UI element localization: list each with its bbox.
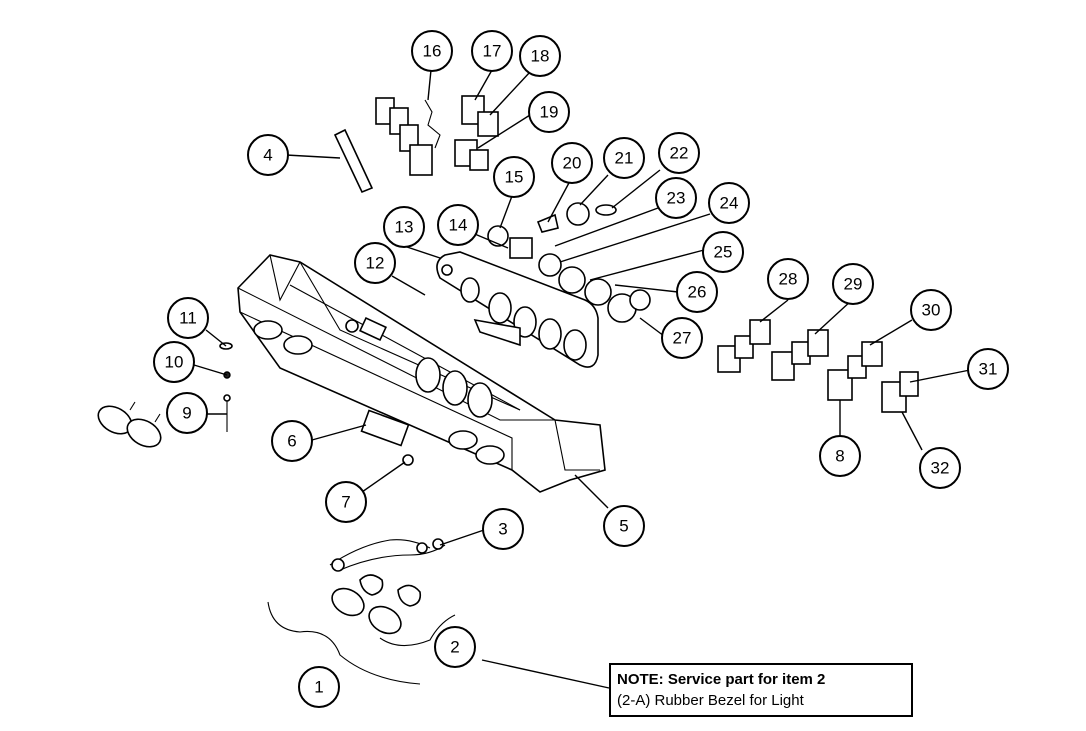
callout-5: 5 [603, 505, 645, 547]
svg-text:23: 23 [667, 189, 686, 208]
svg-text:26: 26 [688, 283, 707, 302]
callout-4: 4 [247, 134, 289, 176]
callout-18: 18 [519, 35, 561, 77]
callout-1: 1 [298, 666, 340, 708]
callout-7: 7 [325, 481, 367, 523]
callout-27: 27 [661, 317, 703, 359]
svg-text:19: 19 [540, 103, 559, 122]
svg-text:25: 25 [714, 243, 733, 262]
svg-text:5: 5 [619, 517, 628, 536]
svg-text:6: 6 [287, 432, 296, 451]
callout-12: 12 [354, 242, 396, 284]
callout-30: 30 [910, 289, 952, 331]
svg-text:22: 22 [670, 144, 689, 163]
svg-text:10: 10 [165, 353, 184, 372]
svg-text:13: 13 [395, 218, 414, 237]
callout-13: 13 [383, 206, 425, 248]
small-plug-parts [360, 409, 414, 466]
svg-text:32: 32 [931, 459, 950, 478]
svg-text:16: 16 [423, 42, 442, 61]
svg-text:28: 28 [779, 270, 798, 289]
svg-text:20: 20 [563, 154, 582, 173]
svg-text:4: 4 [263, 146, 272, 165]
svg-text:8: 8 [835, 447, 844, 466]
harness-lamps [267, 538, 456, 685]
switch-cluster-top [375, 95, 499, 176]
svg-text:24: 24 [720, 194, 739, 213]
callout-19: 19 [528, 91, 570, 133]
svg-text:3: 3 [498, 520, 507, 539]
svg-text:31: 31 [979, 360, 998, 379]
svg-text:7: 7 [341, 493, 350, 512]
callout-6: 6 [271, 420, 313, 462]
callout-11: 11 [167, 297, 209, 339]
callout-24: 24 [708, 182, 750, 224]
label-strip [333, 128, 374, 194]
svg-text:12: 12 [366, 254, 385, 273]
callout-32: 32 [919, 447, 961, 489]
callout-21: 21 [603, 137, 645, 179]
note-line: (2-A) Rubber Bezel for Light [617, 692, 804, 709]
callout-15: 15 [493, 156, 535, 198]
callout-28: 28 [767, 258, 809, 300]
svg-text:11: 11 [179, 309, 197, 328]
callout-25: 25 [702, 231, 744, 273]
main-housing [237, 254, 606, 493]
callout-17: 17 [471, 30, 513, 72]
svg-text:1: 1 [314, 678, 323, 697]
svg-text:15: 15 [505, 168, 524, 187]
callout-22: 22 [658, 132, 700, 174]
callout-29: 29 [832, 263, 874, 305]
callout-23: 23 [655, 177, 697, 219]
callout-31: 31 [967, 348, 1009, 390]
knob-assembly [487, 202, 651, 323]
svg-text:2: 2 [450, 638, 459, 657]
svg-text:27: 27 [673, 329, 692, 348]
callout-20: 20 [551, 142, 593, 184]
faceplate [436, 251, 599, 368]
leader-lines [193, 69, 971, 689]
callout-8: 8 [819, 435, 861, 477]
note-title: NOTE: Service part for item 2 [617, 671, 826, 688]
svg-text:21: 21 [615, 149, 634, 168]
callout-14: 14 [437, 204, 479, 246]
svg-text:29: 29 [844, 275, 863, 294]
callout-10: 10 [153, 341, 195, 383]
svg-text:30: 30 [922, 301, 941, 320]
service-note-box: NOTE: Service part for item 2 (2-A) Rubb… [609, 663, 913, 717]
callout-3: 3 [482, 508, 524, 550]
svg-text:18: 18 [531, 47, 550, 66]
callout-2: 2 [434, 626, 476, 668]
callout-9: 9 [166, 392, 208, 434]
callout-16: 16 [411, 30, 453, 72]
svg-text:14: 14 [449, 216, 468, 235]
callout-26: 26 [676, 271, 718, 313]
fastener-parts [97, 342, 233, 448]
svg-text:9: 9 [182, 404, 191, 423]
svg-text:17: 17 [483, 42, 502, 61]
